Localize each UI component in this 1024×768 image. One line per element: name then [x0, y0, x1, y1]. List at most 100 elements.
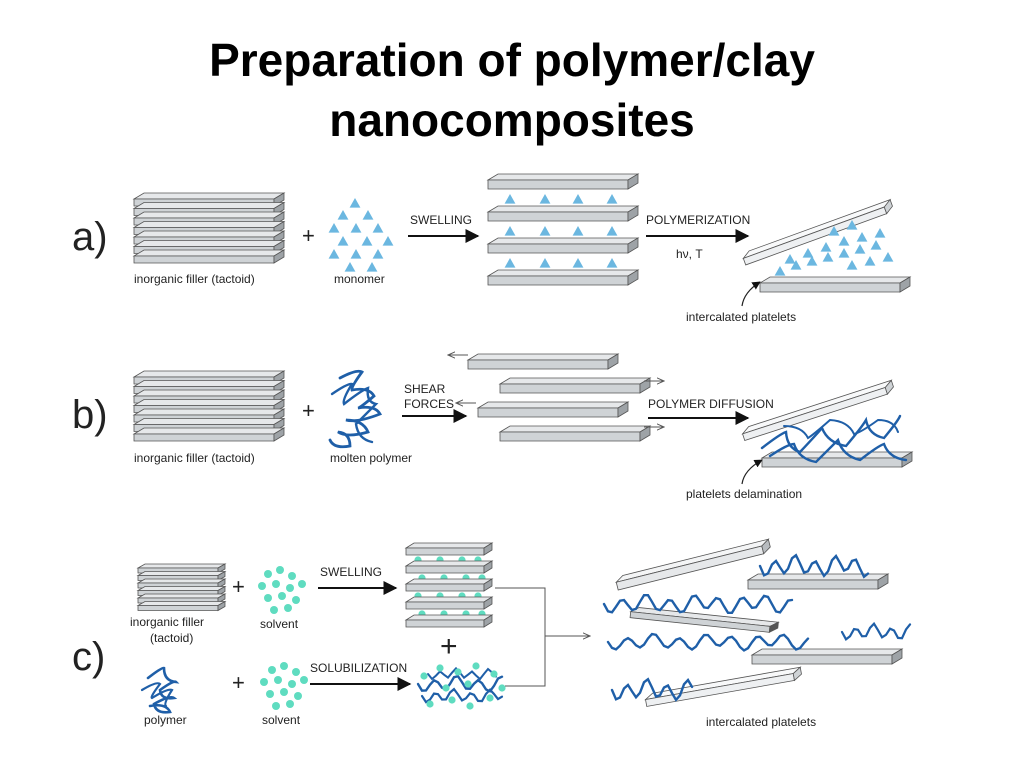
platelet-side — [768, 621, 779, 633]
monomer-triangle — [838, 236, 850, 246]
monomer-triangle — [820, 242, 832, 252]
solvent-dot — [258, 582, 266, 590]
platelet-top — [136, 593, 227, 599]
platelet-side — [483, 596, 493, 610]
solvent-dot — [264, 570, 272, 578]
row-c-filler-line1: inorganic filler — [130, 615, 204, 629]
monomer-triangle — [572, 226, 584, 236]
platelet-top — [132, 211, 286, 219]
platelet-side — [627, 237, 639, 254]
monomer-triangle — [870, 240, 882, 250]
platelet-top — [404, 578, 494, 585]
monomer-triangle — [828, 226, 840, 236]
tilted-platelet — [629, 607, 780, 633]
platelet — [758, 276, 912, 293]
monomer-triangle — [362, 210, 374, 220]
platelet-side — [273, 427, 285, 442]
platelet-top — [136, 563, 227, 569]
solvent-dot — [288, 572, 296, 580]
monomer-triangle — [504, 226, 516, 236]
platelet-front — [742, 206, 888, 266]
solvent-dot — [436, 664, 444, 672]
platelet-front — [137, 605, 219, 611]
platelet-front — [487, 275, 629, 286]
polymer-chain — [140, 682, 174, 708]
monomer-triangle — [856, 232, 868, 242]
platelet-top — [132, 249, 286, 257]
solvent-dot — [472, 662, 480, 670]
row-b-step2-label: POLYMER DIFFUSION — [648, 397, 774, 411]
row-b-polymer-label: molten polymer — [330, 451, 412, 465]
monomer-triangle — [328, 223, 340, 233]
row-c-label: c) — [72, 635, 105, 679]
platelet-front — [615, 545, 765, 591]
platelet-side — [639, 425, 651, 442]
platelet — [750, 648, 904, 665]
polymer-chain — [840, 621, 912, 641]
row-a-intercalated — [741, 198, 912, 307]
platelet — [742, 198, 893, 266]
monomer-triangle — [874, 228, 886, 238]
solvent-dot — [276, 566, 284, 574]
row-b-label: b) — [72, 393, 108, 437]
row-c-step2-label: SOLUBILIZATION — [310, 661, 407, 675]
polymer-chain — [606, 632, 810, 652]
platelet-top — [486, 205, 640, 213]
solvent-dot — [442, 684, 450, 692]
platelet-side — [483, 578, 493, 592]
row-b-step1-line1: SHEAR — [404, 382, 446, 396]
monomer-triangle — [822, 252, 834, 262]
platelet — [476, 401, 630, 418]
monomer-triangle — [504, 194, 516, 204]
platelet-front — [405, 547, 485, 556]
platelet-front — [751, 654, 893, 665]
solvent-dot — [466, 702, 474, 710]
row-c-step1-label: SWELLING — [320, 565, 382, 579]
platelet-front — [405, 583, 485, 592]
monomer-triangle — [344, 262, 356, 272]
platelet-front — [487, 211, 629, 222]
monomer-triangle — [349, 198, 361, 208]
solvent-dot — [272, 580, 280, 588]
platelet — [615, 538, 771, 591]
platelet — [498, 425, 652, 442]
platelet-top — [404, 614, 494, 621]
platelet-top — [136, 571, 227, 576]
row-c-swollen-stack — [404, 542, 494, 628]
solvent-dot — [260, 678, 268, 686]
platelet-side — [627, 269, 639, 286]
solvent-dot — [454, 668, 462, 676]
polymer-chain — [768, 437, 908, 464]
row-a-condition: hν, T — [676, 247, 703, 261]
platelet-top — [476, 401, 630, 409]
row-b-delaminated — [741, 379, 914, 485]
row-c-solvent-label-bottom: solvent — [262, 713, 301, 727]
platelet-side — [627, 205, 639, 222]
solvent-dot — [298, 580, 306, 588]
monomer-triangle — [504, 258, 516, 268]
solvent-dot — [420, 672, 428, 680]
row-a: a) inorganic filler (tactoid) + monomer … — [72, 173, 912, 324]
row-a-plus: + — [302, 223, 315, 248]
platelet-top — [498, 377, 652, 385]
platelet-front — [645, 673, 795, 707]
row-c-plus-bottom: + — [232, 670, 245, 695]
platelet-top — [132, 408, 286, 416]
row-c-polymer-coil — [140, 666, 180, 714]
platelet-top — [404, 596, 494, 603]
monomer-triangle — [372, 223, 384, 233]
platelet-top — [132, 370, 286, 378]
platelet-front — [487, 179, 629, 190]
monomer-triangle — [328, 249, 340, 259]
platelet-top — [750, 648, 904, 656]
platelet — [746, 573, 890, 590]
row-a-swollen-stack — [486, 173, 640, 286]
platelet-front — [487, 243, 629, 254]
monomer-triangle — [806, 256, 818, 266]
monomer-triangle — [784, 254, 796, 264]
row-b-filler-label: inorganic filler (tactoid) — [134, 451, 255, 465]
row-c-solvent-bottom — [260, 662, 308, 710]
platelet-top — [486, 237, 640, 245]
monomer-triangle — [846, 220, 858, 230]
